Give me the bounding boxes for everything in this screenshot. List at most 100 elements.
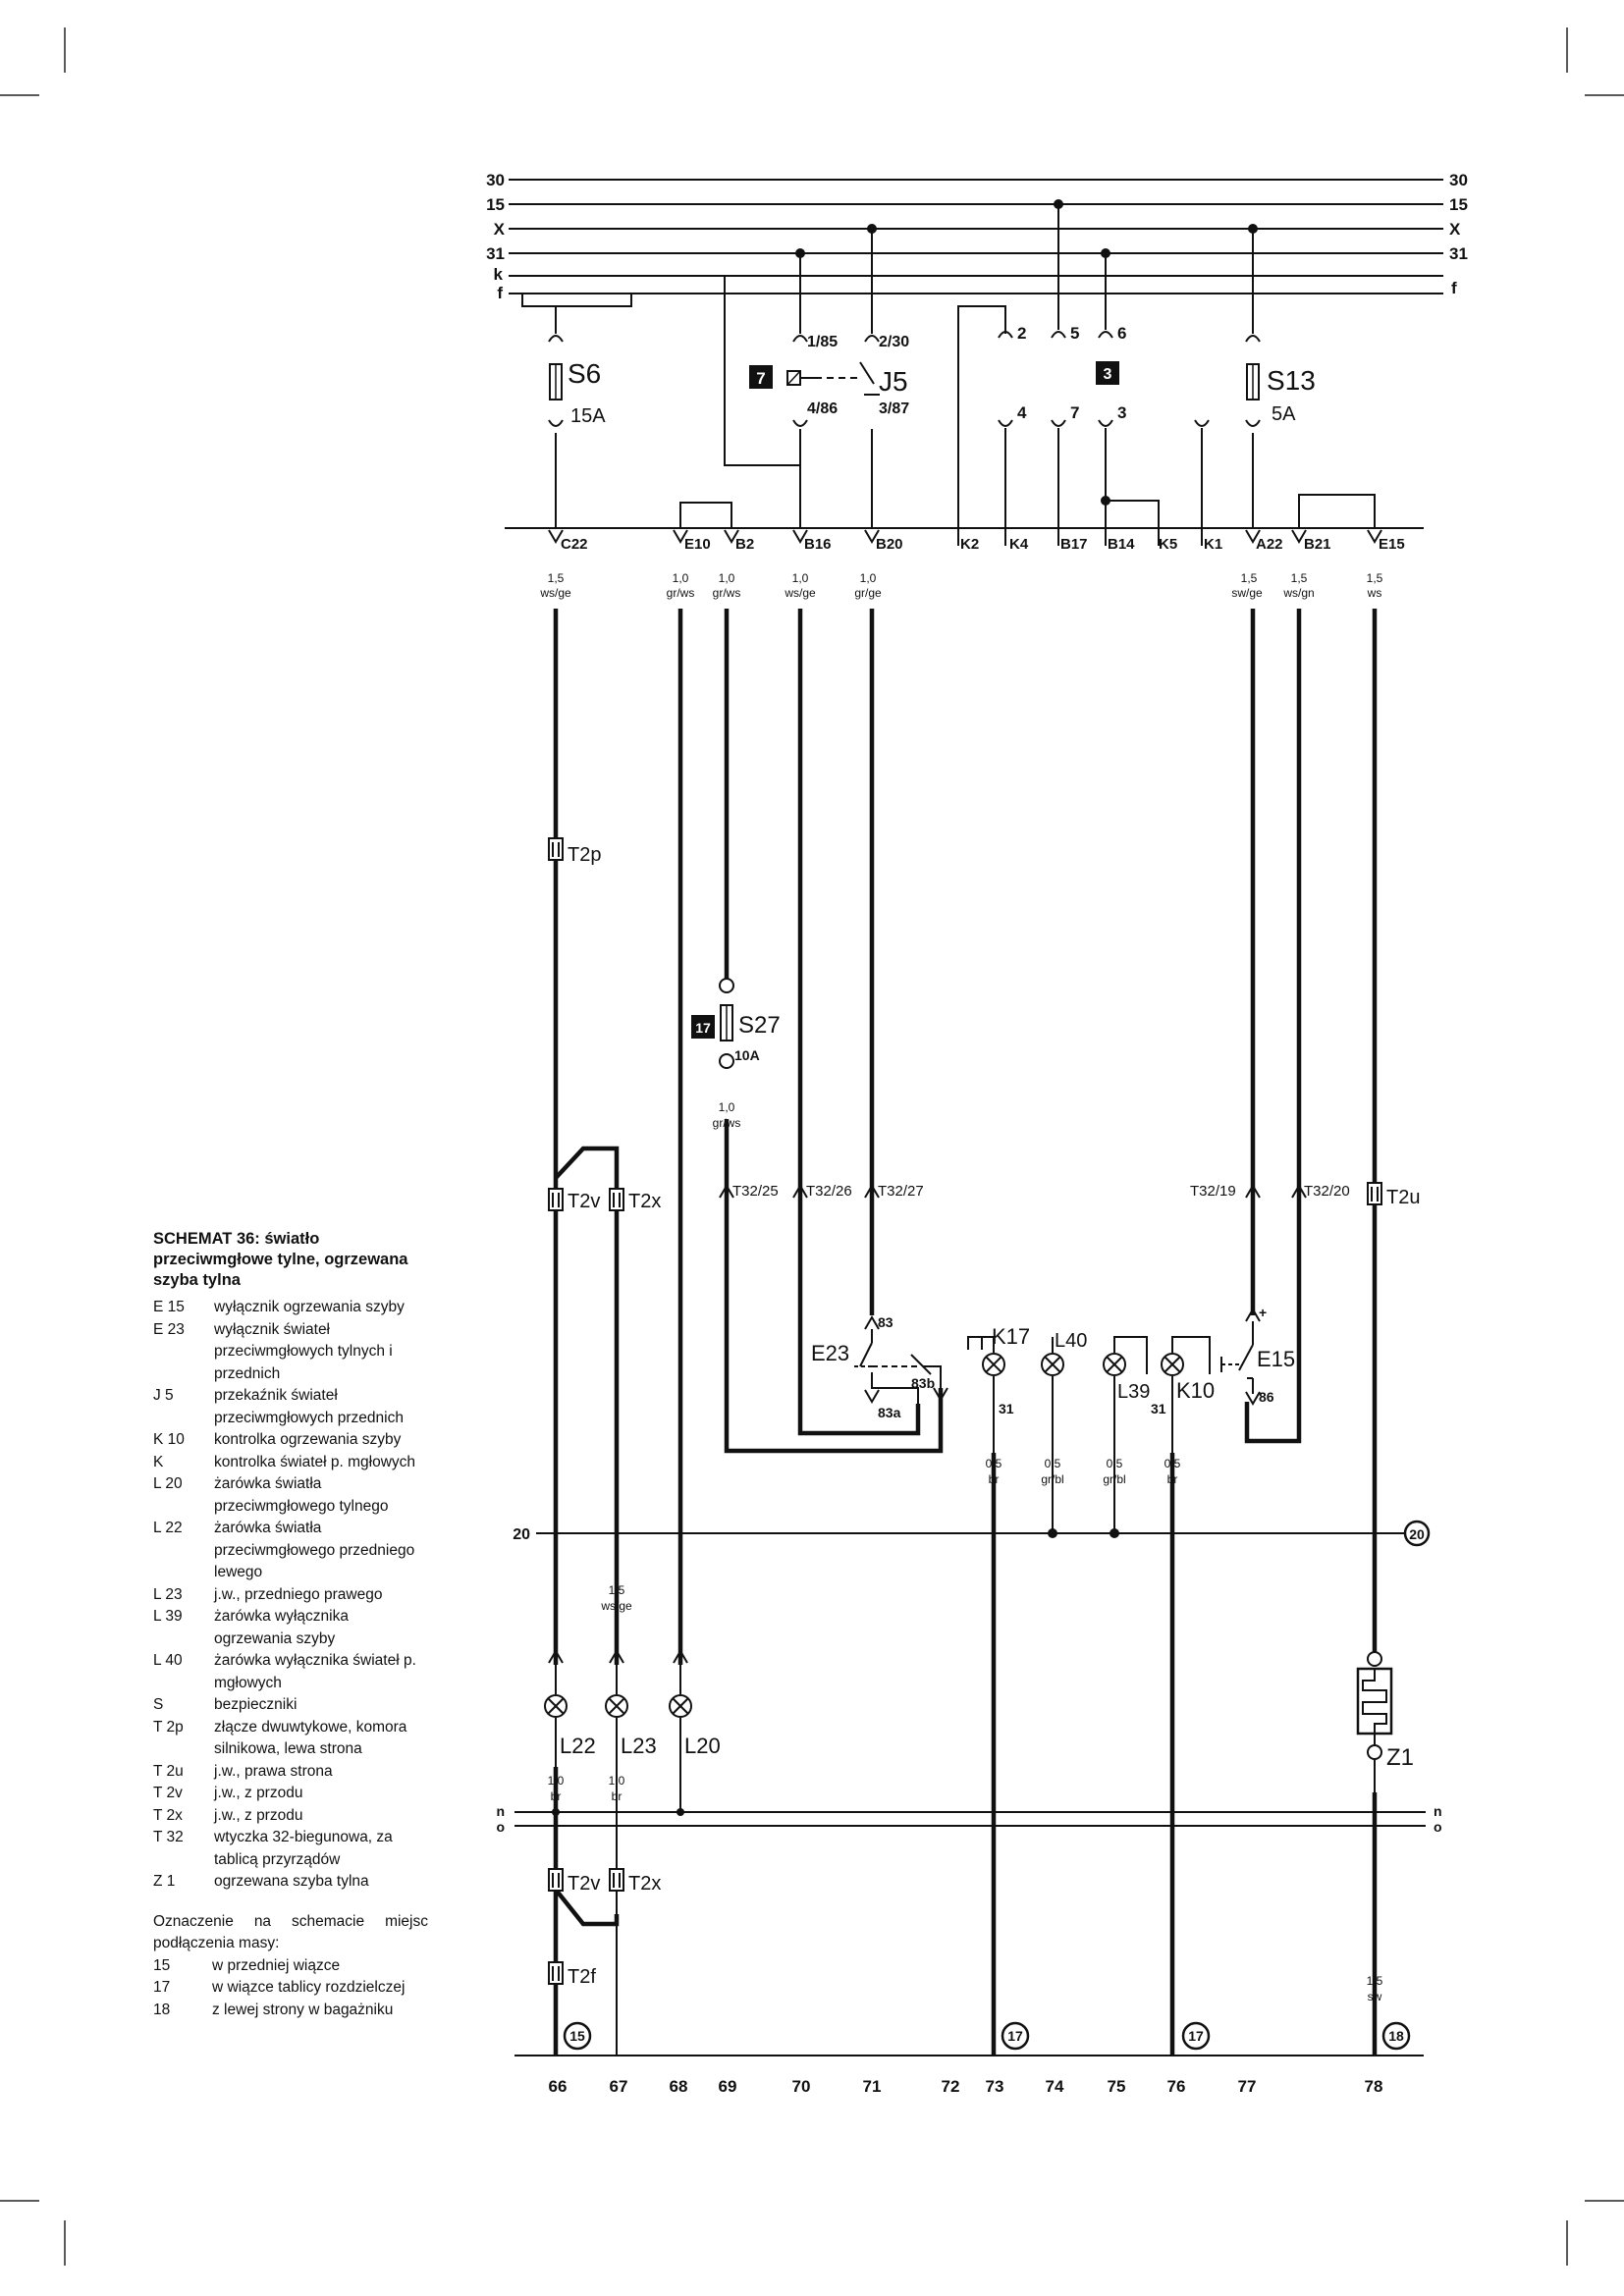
wire-specs-rear: 1,0 br 1,0 br: [548, 1774, 625, 1803]
bus-labels-right: 30 15 X 31 f: [1449, 171, 1468, 297]
e23-pin-83a: 83a: [878, 1405, 901, 1420]
conn-b2: B2: [735, 536, 754, 553]
spec-e10-size: 1,0: [673, 571, 689, 585]
spec-l40-color: gr/bl: [1041, 1472, 1063, 1486]
legend-item-code: T 2p: [153, 1718, 184, 1735]
spec-k10-color: br: [1167, 1472, 1178, 1486]
spec-k10-size: 0,5: [1164, 1457, 1181, 1470]
lamp-k17-icon: [982, 1353, 1005, 1376]
conn-e10: E10: [684, 536, 711, 553]
spec-e15-size: 1,5: [1367, 571, 1383, 585]
spec-l22-out-size: 1,0: [548, 1774, 565, 1788]
spec-e15-color: ws: [1367, 586, 1382, 600]
spec-a22-color: sw/ge: [1231, 586, 1263, 600]
legend-item-desc: złącze dwuwtykowe, komora silnikowa, lew…: [214, 1718, 407, 1758]
spec-a22-size: 1,5: [1241, 571, 1258, 585]
t32-27-label: T32/27: [878, 1183, 924, 1200]
wire-specs-top: 1,5 ws/ge 1,0 gr/ws 1,0 gr/ws 1,0 ws/ge …: [539, 571, 1382, 600]
switch-e15: [1220, 1308, 1261, 1406]
k10-label: K10: [1176, 1378, 1215, 1403]
conn-b17: B17: [1060, 536, 1088, 553]
lamp-l20-icon: [669, 1694, 692, 1718]
spec-z1-color: sw: [1368, 1990, 1382, 2003]
ground-15-icon: [563, 2021, 592, 2051]
legend-item-code: T 2v: [153, 1785, 183, 1801]
fuse-s27-badge-box: [691, 1015, 715, 1039]
spec-b16-size: 1,0: [792, 571, 809, 585]
connector-row-ticks: [548, 528, 1382, 546]
switch-pin-5: 5: [1070, 324, 1079, 343]
relay-pin-1-85: 1/85: [807, 334, 838, 350]
plug-t2x-label: T2x: [628, 1191, 661, 1212]
spec-l39-size: 0,5: [1107, 1457, 1123, 1470]
relay-j5-badge-box: [749, 365, 773, 389]
upper-wiring: [518, 204, 1376, 528]
plug-t2u-label: T2u: [1386, 1187, 1420, 1208]
conn-b14: B14: [1108, 536, 1135, 553]
track-67: 67: [610, 2077, 628, 2096]
conn-k1: K1: [1204, 536, 1222, 553]
fuse-s13-name: S13: [1267, 365, 1316, 396]
track-78: 78: [1365, 2077, 1383, 2096]
legend-item-desc: j.w., z przodu: [214, 1785, 303, 1801]
lamp-l23-icon: [605, 1694, 628, 1718]
ground-20-label: 20: [1409, 1526, 1425, 1542]
legend-item-code: T 2x: [153, 1806, 183, 1824]
fuse-s13-icon: [1246, 363, 1260, 400]
legend-note: Oznaczenie na schemacie miejsc podłączen…: [153, 1912, 428, 1952]
relay-contact-icon: [859, 361, 875, 385]
track-75: 75: [1108, 2077, 1126, 2096]
line-20-label: 20: [513, 1526, 530, 1543]
ground-17b-label: 17: [1188, 2028, 1204, 2044]
legend-item-desc: przekaźnik świateł przeciwmgłowych przed…: [214, 1387, 404, 1426]
line-o-label-right: o: [1434, 1819, 1442, 1835]
t32-labels: T32/25 T32/26 T32/27 T32/19 T32/20: [732, 1183, 1350, 1200]
fuse-s27-name: S27: [738, 1012, 781, 1039]
switch-pin-7: 7: [1070, 403, 1079, 422]
spec-c22-color: ws/ge: [539, 586, 571, 600]
track-numbers: 66 67 68 69 70 71 72 73 74 75 76 77 78: [549, 2077, 1383, 2096]
spec-l23-out-color: br: [612, 1789, 623, 1803]
plug-t2x-lower-label: T2x: [628, 1873, 661, 1895]
switch-pin-6: 6: [1117, 324, 1126, 343]
fuse-s6-name: S6: [568, 358, 601, 389]
lamp-l40-icon: [1041, 1353, 1064, 1376]
l39-label: L39: [1117, 1381, 1150, 1403]
switch-box-3: 3 2 5 6 4 7 3: [1017, 324, 1126, 422]
legend-ground-row: 15 w przedniej wiązce: [153, 1955, 428, 1978]
legend-item-code: K: [153, 1453, 164, 1470]
spec-s27-color: gr/ws: [713, 1116, 741, 1130]
connector-row-labels: C22 E10 B2 B16 B20 K2 K4 B17 B14 K5 K1 A…: [561, 536, 1405, 553]
e23-pin-83b: 83b: [911, 1375, 935, 1391]
plug-t2u-icon: [1367, 1182, 1382, 1205]
lamp-l23-label: L23: [621, 1734, 657, 1758]
legend-ground-desc: w przedniej wiązce: [212, 1956, 341, 1974]
legend-item-code: Z 1: [153, 1873, 176, 1890]
thin-wires: [616, 1453, 1115, 2056]
legend-ground-code: 15: [153, 1956, 171, 1974]
plug-t2f-label: T2f: [568, 1966, 596, 1988]
conn-b16: B16: [804, 536, 832, 553]
spec-b20-size: 1,0: [860, 571, 877, 585]
legend-ground-code: 17: [153, 1979, 171, 1996]
legend-item-code: T 2u: [153, 1762, 184, 1780]
spec-e10-color: gr/ws: [667, 586, 695, 600]
ground-symbols: [563, 2021, 1411, 2051]
fuse-s27-rating: 10A: [734, 1047, 760, 1063]
ground-17b-icon: [1181, 2021, 1211, 2051]
ground-18-icon: [1381, 2021, 1411, 2051]
legend-ground-desc: w wiązce tablicy rozdzielczej: [212, 1979, 406, 1996]
supply-buses: [509, 179, 1443, 294]
legend-item-desc: j.w., przedniego prawego: [214, 1585, 383, 1603]
fuse-s6-icon: [549, 363, 563, 400]
e15-name: E15: [1257, 1347, 1295, 1371]
switch-e15-contact-icon: [1238, 1344, 1254, 1371]
legend-item-desc: żarówka wyłącznika świateł p. mgłowych: [214, 1652, 416, 1691]
